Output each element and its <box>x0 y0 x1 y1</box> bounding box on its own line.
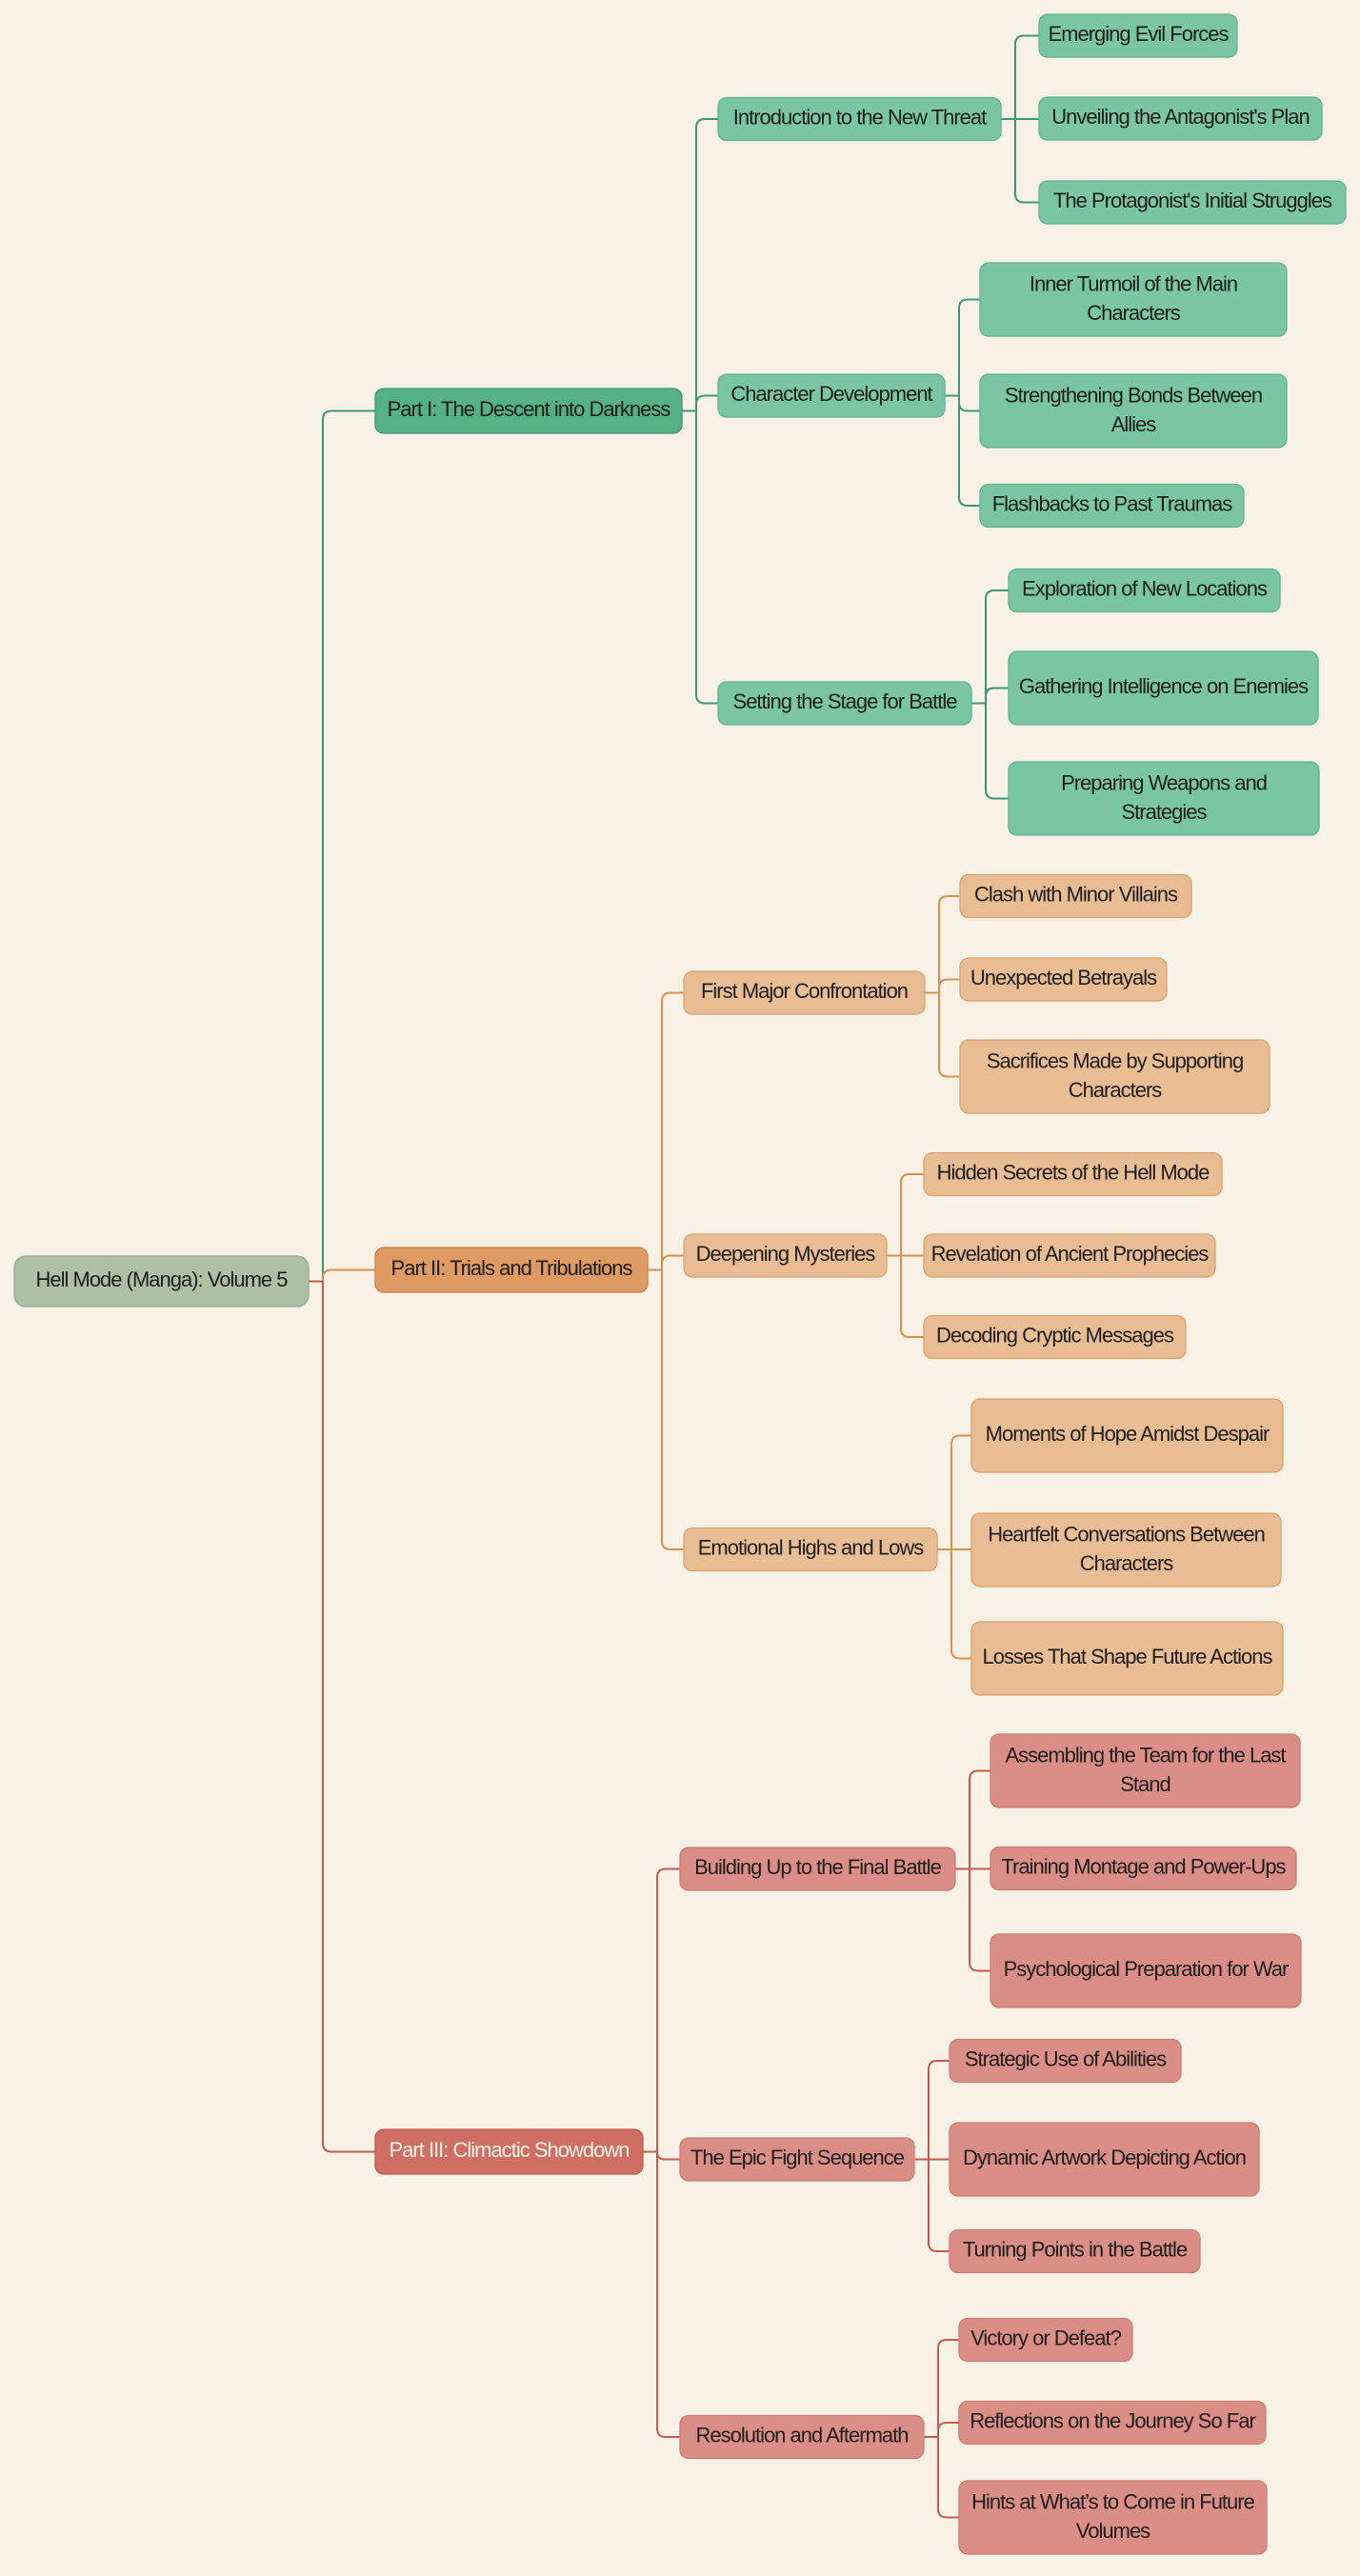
svg-text:Character Development: Character Development <box>730 382 932 406</box>
svg-text:Flashbacks to Past Traumas: Flashbacks to Past Traumas <box>992 492 1233 516</box>
svg-text:Victory or Defeat?: Victory or Defeat? <box>970 2326 1121 2350</box>
svg-text:Exploration of New Locations: Exploration of New Locations <box>1022 577 1268 601</box>
svg-text:Emerging Evil Forces: Emerging Evil Forces <box>1048 22 1229 46</box>
svg-text:Inner Turmoil of the Main: Inner Turmoil of the Main <box>1030 272 1237 296</box>
svg-text:Volumes: Volumes <box>1076 2519 1150 2543</box>
svg-text:Dynamic Artwork Depicting Acti: Dynamic Artwork Depicting Action <box>963 2146 1246 2169</box>
svg-text:Reflections on the Journey So: Reflections on the Journey So Far <box>970 2409 1255 2433</box>
svg-text:Decoding Cryptic Messages: Decoding Cryptic Messages <box>936 1324 1174 1348</box>
svg-text:Turning Points in the Battle: Turning Points in the Battle <box>963 2238 1188 2262</box>
svg-text:Part I: The Descent into Darkn: Part I: The Descent into Darkness <box>388 397 671 421</box>
svg-text:Building Up to the Final Battl: Building Up to the Final Battle <box>694 1855 942 1879</box>
svg-text:Hidden Secrets of the Hell Mod: Hidden Secrets of the Hell Mode <box>937 1161 1210 1185</box>
svg-text:Characters: Characters <box>1069 1078 1163 1102</box>
svg-text:Losses That Shape Future Actio: Losses That Shape Future Actions <box>983 1645 1273 1668</box>
svg-text:Strategies: Strategies <box>1121 800 1207 824</box>
svg-text:Deepening Mysteries: Deepening Mysteries <box>696 1242 876 1266</box>
svg-text:Resolution and Aftermath: Resolution and Aftermath <box>695 2424 908 2447</box>
svg-text:Moments of Hope Amidst Despair: Moments of Hope Amidst Despair <box>986 1422 1270 1446</box>
svg-text:Part III: Climactic Showdown: Part III: Climactic Showdown <box>390 2138 630 2162</box>
svg-text:Sacrifices Made by Supporting: Sacrifices Made by Supporting <box>987 1049 1243 1073</box>
svg-text:Setting the Stage for Battle: Setting the Stage for Battle <box>733 689 958 713</box>
svg-text:Unexpected Betrayals: Unexpected Betrayals <box>970 966 1157 989</box>
svg-text:Assembling the Team for the La: Assembling the Team for the Last <box>1005 1744 1286 1767</box>
svg-text:Preparing Weapons and: Preparing Weapons and <box>1061 771 1267 795</box>
svg-text:Part II: Trials and Tribulatio: Part II: Trials and Tribulations <box>391 1256 633 1280</box>
svg-text:Strategic Use of Abilities: Strategic Use of Abilities <box>965 2047 1167 2071</box>
svg-text:Allies: Allies <box>1111 412 1157 436</box>
svg-text:Characters: Characters <box>1087 301 1181 325</box>
svg-text:Unveiling the Antagonist's Pla: Unveiling the Antagonist's Plan <box>1051 105 1309 129</box>
svg-text:Heartfelt Conversations Betwee: Heartfelt Conversations Between <box>988 1523 1265 1547</box>
svg-text:Psychological Preparation for: Psychological Preparation for War <box>1004 1957 1289 1981</box>
svg-text:Emotional Highs and Lows: Emotional Highs and Lows <box>698 1536 924 1560</box>
svg-text:Hints at What’s to Come in Fut: Hints at What’s to Come in Future <box>971 2490 1254 2514</box>
svg-text:Gathering Intelligence on Enem: Gathering Intelligence on Enemies <box>1019 674 1309 698</box>
svg-text:Characters: Characters <box>1080 1551 1174 1575</box>
svg-text:Training Montage and Power-Ups: Training Montage and Power-Ups <box>1001 1855 1286 1879</box>
svg-text:Clash with Minor Villains: Clash with Minor Villains <box>974 883 1178 907</box>
svg-text:Strengthening Bonds Between: Strengthening Bonds Between <box>1005 384 1262 408</box>
svg-text:The Protagonist's Initial Stru: The Protagonist's Initial Struggles <box>1053 189 1332 212</box>
svg-text:Introduction to the New Threat: Introduction to the New Threat <box>733 106 987 130</box>
svg-text:Hell Mode (Manga): Volume 5: Hell Mode (Manga): Volume 5 <box>35 1268 288 1291</box>
svg-text:Stand: Stand <box>1120 1772 1170 1796</box>
svg-text:Revelation of Ancient Propheci: Revelation of Ancient Prophecies <box>931 1242 1210 1266</box>
svg-text:The Epic Fight Sequence: The Epic Fight Sequence <box>690 2146 905 2169</box>
svg-text:First Major Confrontation: First Major Confrontation <box>701 979 908 1003</box>
